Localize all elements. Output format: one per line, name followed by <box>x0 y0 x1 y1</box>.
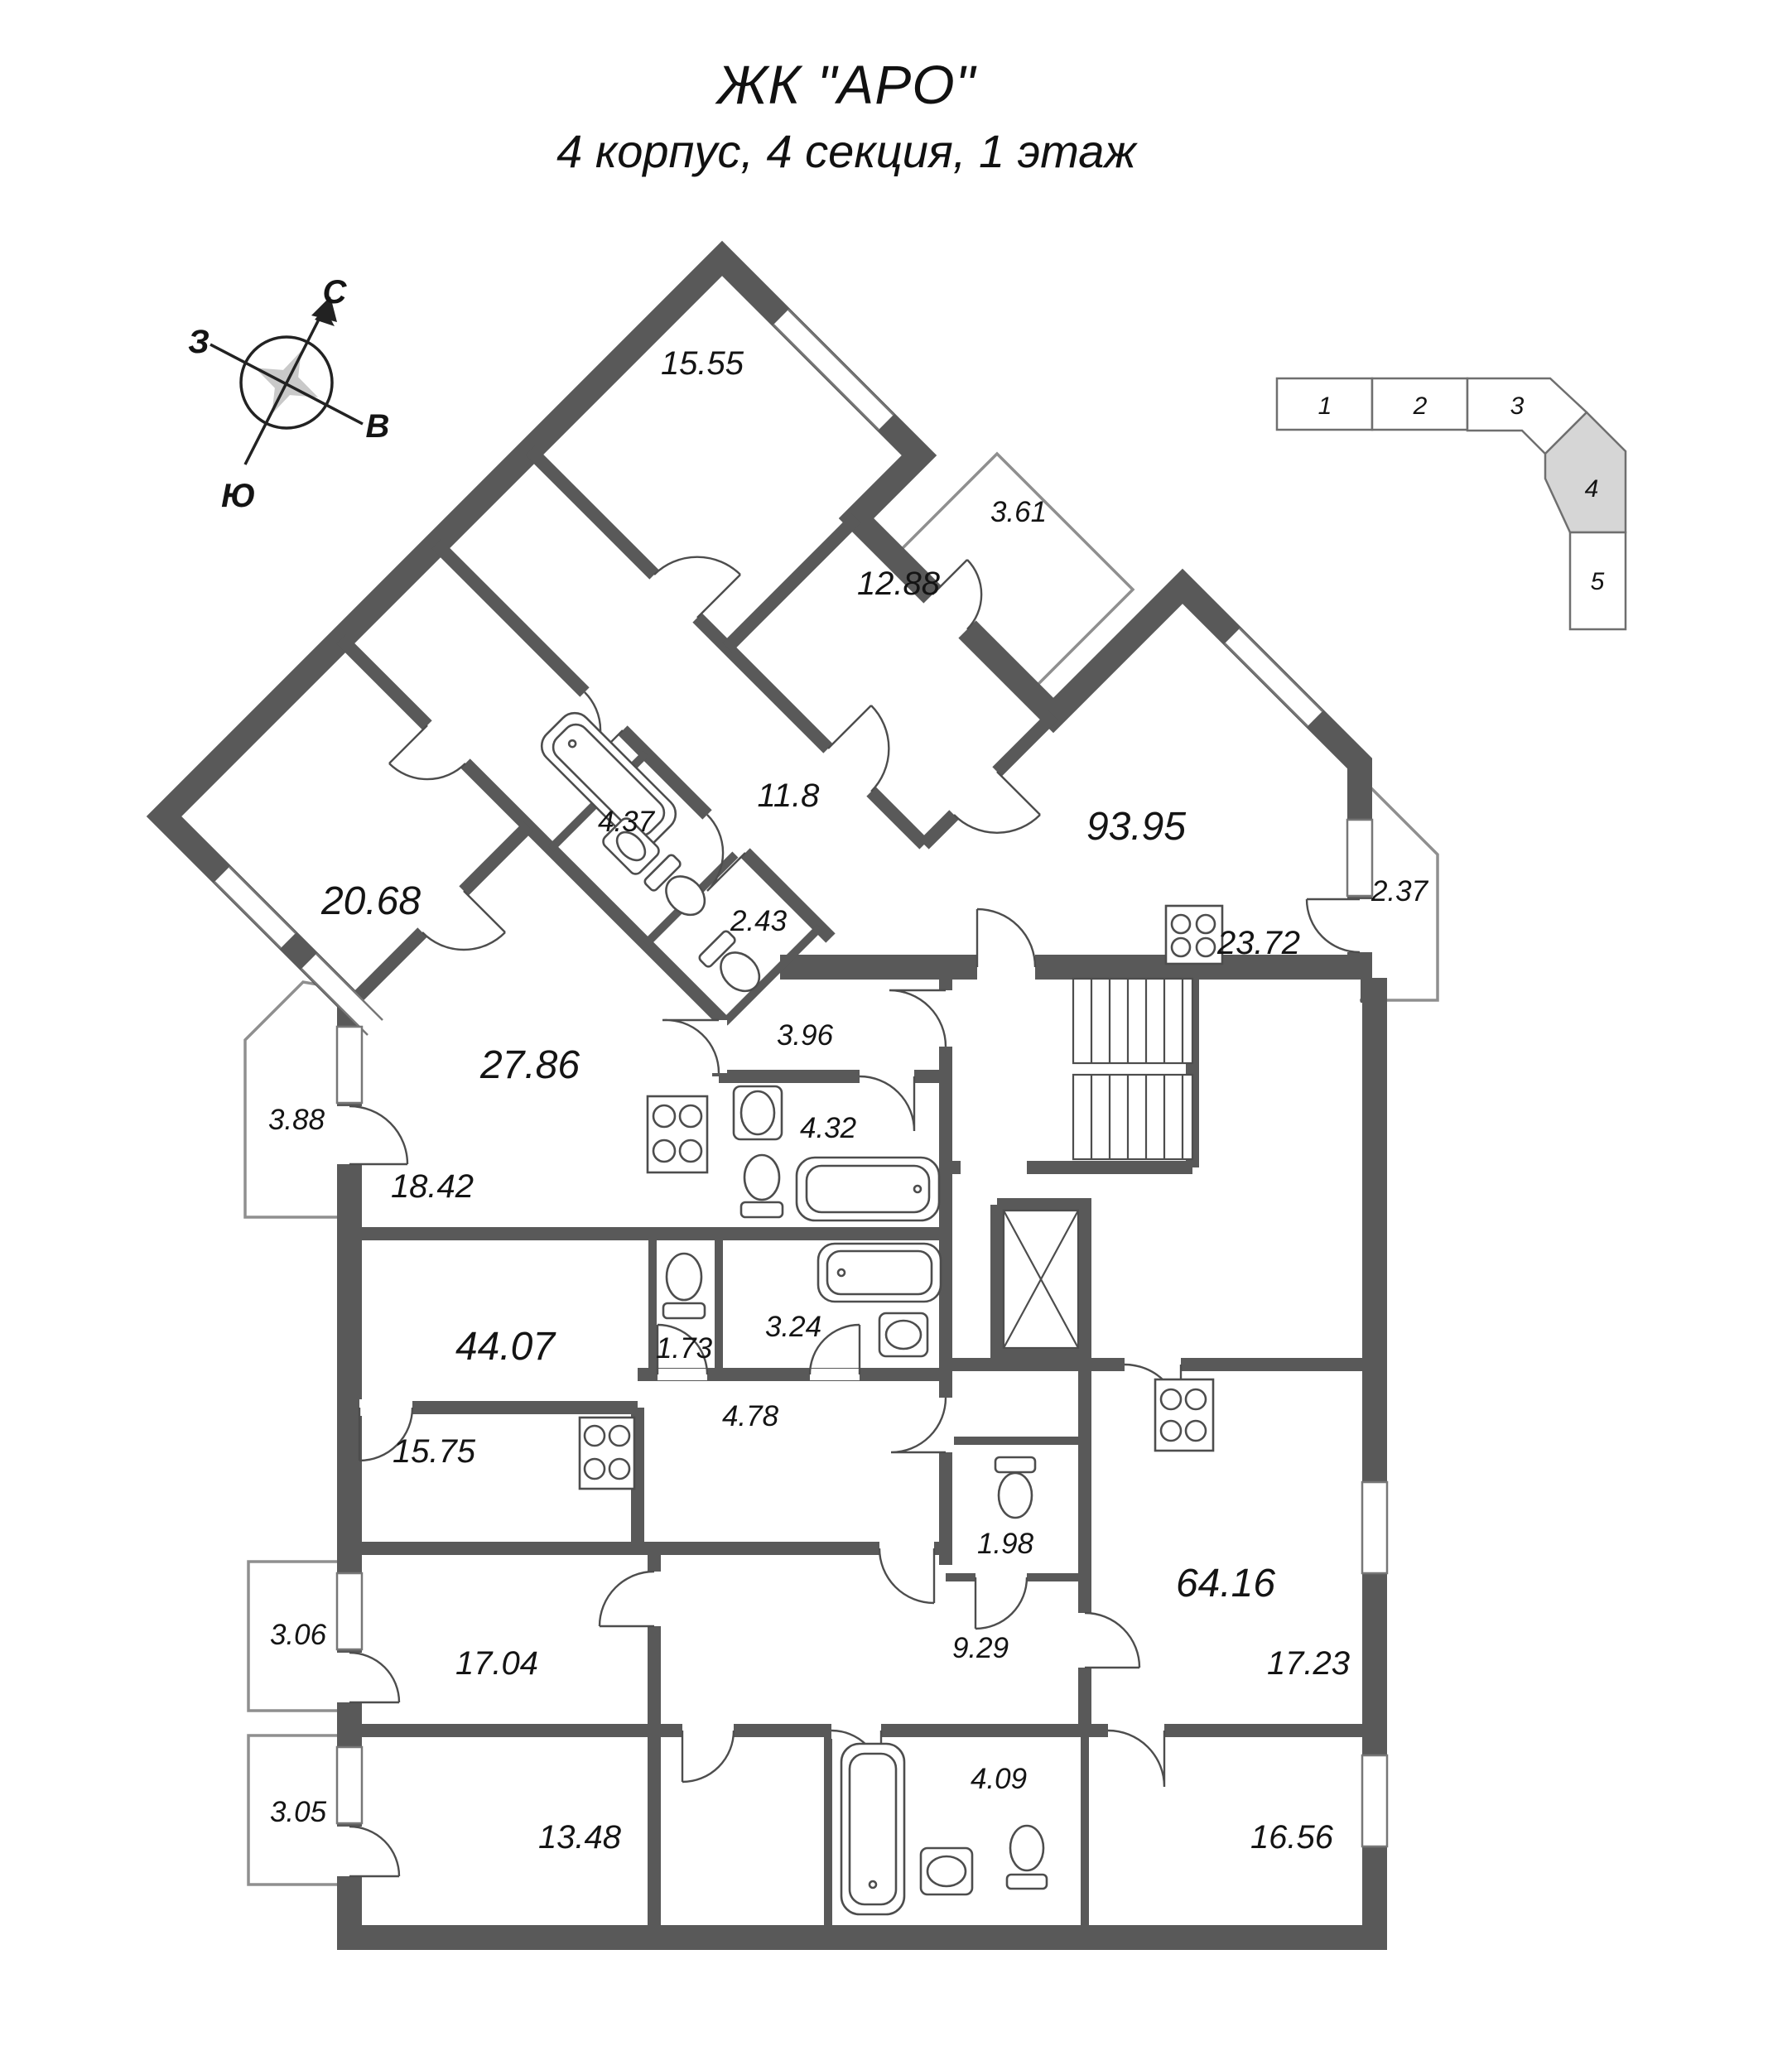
balcony-3-05-outline <box>247 1734 351 1886</box>
elevator-shaft <box>1002 1209 1080 1350</box>
room-label-15-55: 15.55 <box>661 345 744 382</box>
windows <box>214 309 1389 1848</box>
toilet-icon <box>662 1252 706 1320</box>
room-label-27-86: 27.86 <box>479 1043 580 1087</box>
section-key-label-3: 3 <box>1510 392 1525 420</box>
section-key-map: 1 2 3 4 5 <box>1275 377 1627 631</box>
section-key-label-4: 4 <box>1585 475 1599 503</box>
stove-icon <box>646 1095 709 1174</box>
sink-icon <box>878 1312 929 1358</box>
compass-label-east: В <box>366 408 390 445</box>
room-label-17-23: 17.23 <box>1267 1645 1350 1682</box>
room-label-3-61: 3.61 <box>990 496 1047 528</box>
bathtub-icon <box>840 1742 906 1916</box>
window-balcony-2-37 <box>1346 818 1374 898</box>
room-label-4-78: 4.78 <box>722 1400 779 1432</box>
room-label-3-05: 3.05 <box>270 1796 327 1828</box>
compass-rose: С З В Ю <box>188 274 389 514</box>
room-label-4-09: 4.09 <box>971 1763 1027 1795</box>
compass-label-north: С <box>323 274 348 310</box>
room-label-4-37: 4.37 <box>598 806 656 838</box>
room-label-11-8: 11.8 <box>758 777 821 814</box>
compass-north-arrowhead <box>311 296 337 322</box>
room-label-15-75: 15.75 <box>393 1433 476 1470</box>
interior-walls <box>336 445 1375 1933</box>
room-label-17-04: 17.04 <box>455 1645 538 1682</box>
room-label-23-72: 23.72 <box>1216 925 1300 961</box>
toilet-icon <box>739 1153 784 1219</box>
sink-icon <box>732 1085 783 1141</box>
room-label-20-68: 20.68 <box>320 879 421 923</box>
room-label-1-98: 1.98 <box>977 1528 1034 1560</box>
room-area-labels: 15.55 12.88 3.61 11.8 4.37 2.43 20.68 93… <box>268 345 1429 1856</box>
window-balcony-3-05 <box>335 1745 364 1825</box>
page-subtitle: 4 корпус, 4 секция, 1 этаж <box>556 125 1136 177</box>
stove-icon <box>578 1416 636 1490</box>
room-label-18-42: 18.42 <box>391 1168 474 1205</box>
room-label-64-16: 64.16 <box>1176 1562 1275 1605</box>
room-label-4-32: 4.32 <box>800 1112 856 1144</box>
compass-label-south: Ю <box>221 478 256 514</box>
room-label-2-43: 2.43 <box>730 905 788 937</box>
room-label-2-37: 2.37 <box>1370 875 1429 907</box>
room-label-1-73: 1.73 <box>656 1332 713 1365</box>
staircase <box>1072 977 1194 1161</box>
sink-icon <box>602 817 660 875</box>
bathtub-icon <box>795 1156 941 1222</box>
stove-icon <box>1164 904 1224 965</box>
room-label-12-88: 12.88 <box>857 566 941 602</box>
toilet-icon <box>994 1456 1037 1519</box>
section-key-label-1: 1 <box>1318 392 1332 420</box>
toilet-icon <box>1005 1824 1048 1890</box>
room-label-3-06: 3.06 <box>270 1619 327 1651</box>
room-label-44-07: 44.07 <box>455 1325 556 1369</box>
sink-icon <box>919 1846 974 1896</box>
window-balcony-3-06 <box>335 1572 364 1651</box>
section-key-2 <box>1370 377 1469 431</box>
window-room-64-16 <box>1361 1480 1389 1575</box>
stove-icon <box>1154 1378 1215 1452</box>
room-label-93-95: 93.95 <box>1086 805 1186 849</box>
balcony-2-37-outline <box>1358 775 1439 1002</box>
window-balcony-3-88 <box>335 1025 364 1105</box>
toilet-icon <box>643 854 706 917</box>
window-room-16-56 <box>1361 1754 1389 1848</box>
bathtub-icon <box>540 711 677 849</box>
room-label-13-48: 13.48 <box>538 1819 622 1856</box>
section-key-label-2: 2 <box>1413 392 1428 420</box>
toilet-icon <box>698 930 761 993</box>
bathtub-icon <box>817 1242 942 1303</box>
room-label-3-88: 3.88 <box>268 1104 325 1136</box>
section-key-1 <box>1275 377 1374 431</box>
balconies <box>243 451 1439 1886</box>
section-key-5 <box>1568 531 1627 631</box>
room-label-16-56: 16.56 <box>1250 1819 1334 1856</box>
room-label-3-24: 3.24 <box>765 1311 821 1343</box>
room-label-3-96: 3.96 <box>777 1019 834 1052</box>
page-title: ЖК "АРО" <box>717 54 975 115</box>
balcony-3-06-outline <box>247 1560 351 1712</box>
compass-label-west: З <box>188 324 210 360</box>
room-label-9-29: 9.29 <box>952 1632 1009 1664</box>
balcony-3-88-outline <box>243 980 352 1219</box>
fixtures <box>540 711 1224 1916</box>
section-key-label-5: 5 <box>1591 568 1605 595</box>
